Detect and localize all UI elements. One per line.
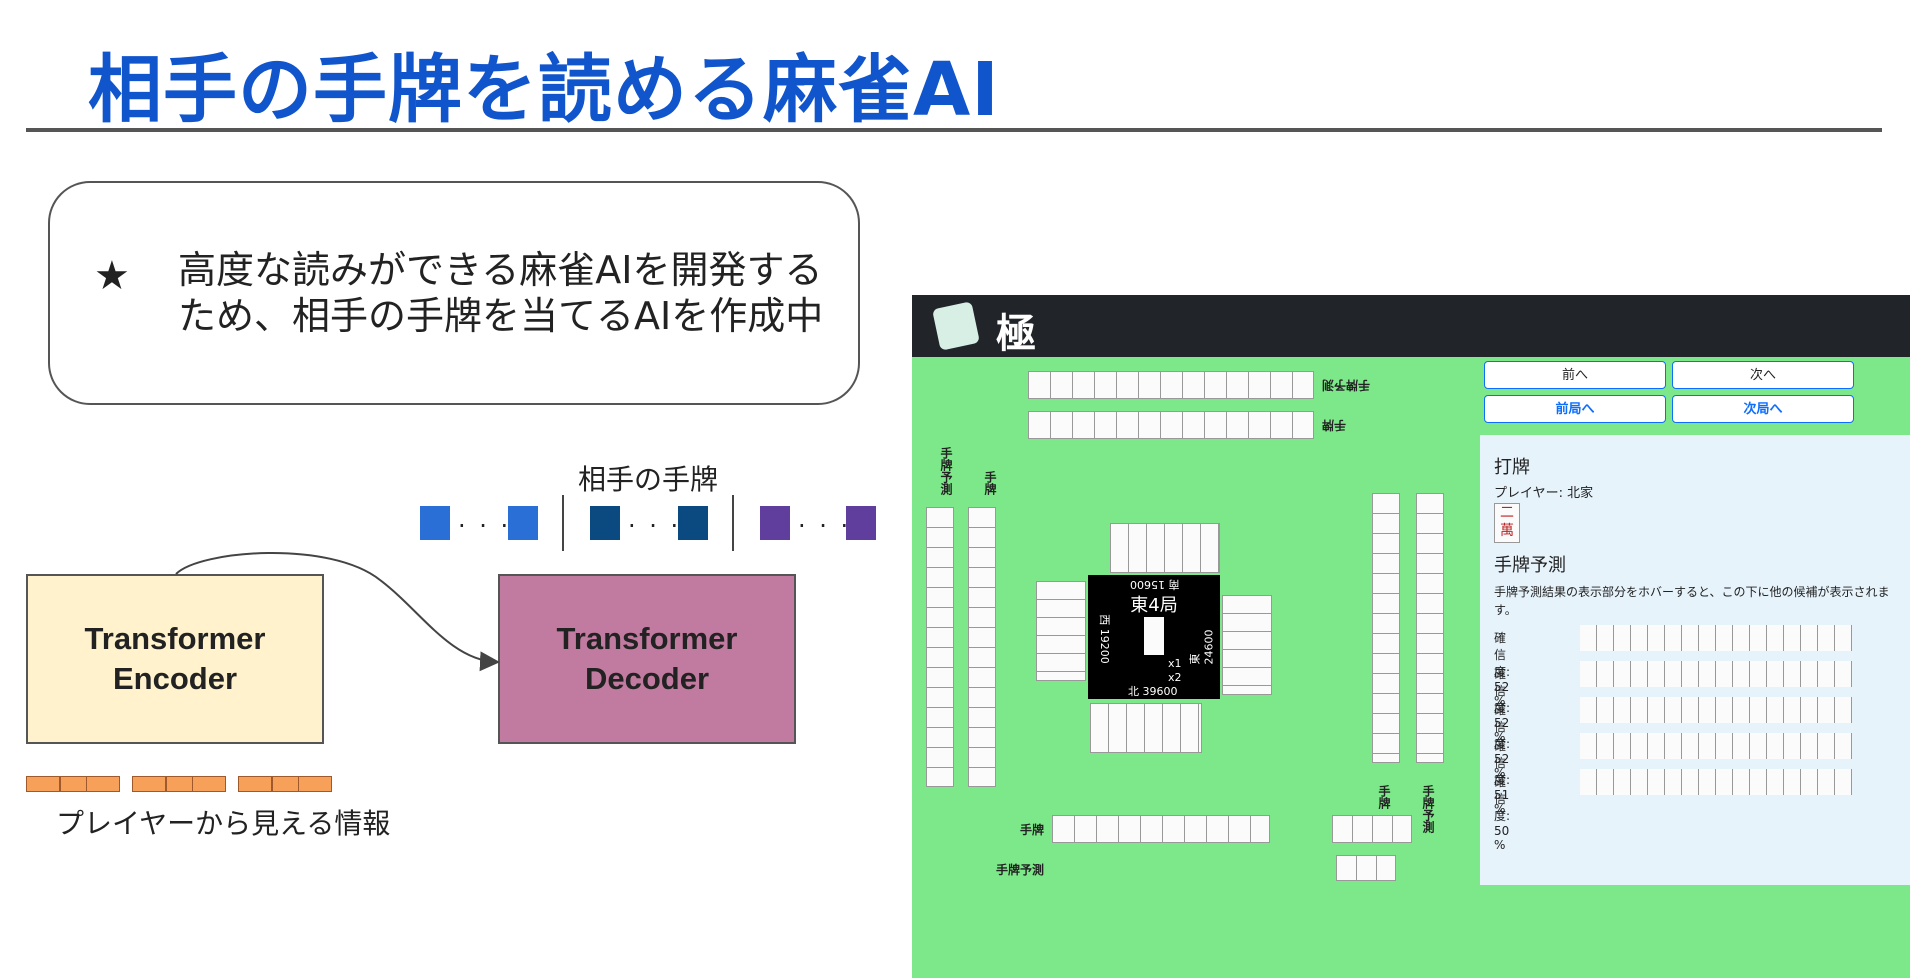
right-hand-pred-label: 手牌予測 <box>1421 785 1435 833</box>
left-discards <box>1036 581 1086 681</box>
bottom-discards <box>1090 703 1202 753</box>
callout-text: 高度な読みができる麻雀AIを開発する ため、相手の手牌を当てるAIを作成中 <box>178 247 838 339</box>
right-discards <box>1222 595 1272 695</box>
top-hand-label: 手牌 <box>1322 418 1347 432</box>
next-round-button[interactable]: 次局へ <box>1672 395 1854 423</box>
encoder-line-1: Transformer <box>84 621 266 656</box>
bottom-hand-tiles <box>1052 815 1270 843</box>
decoder-line-1: Transformer <box>556 621 738 656</box>
left-hand-label: 手牌 <box>983 471 997 495</box>
token-sq-navy-2 <box>678 506 708 540</box>
encoder-to-decoder-arrow <box>175 552 500 672</box>
slide-title: 相手の手牌を読める麻雀AI <box>88 47 1000 133</box>
token-sq-purple-2 <box>846 506 876 540</box>
top-hand-tiles <box>1028 411 1314 439</box>
app-logo-text: 極 <box>996 311 1036 357</box>
confidence-label: 確信度: 50 % <box>1494 775 1511 852</box>
left-hand-pred-label: 手牌予測 <box>939 447 953 495</box>
opponent-hand-label: 相手の手牌 <box>578 463 719 496</box>
bottom-hand-pred-label: 手牌予測 <box>996 863 1045 877</box>
player-label: プレイヤー: 北家 <box>1494 486 1594 501</box>
east-score: 東 24600 <box>1188 629 1216 665</box>
confidence-label: 確信度: 52 % <box>1494 667 1511 744</box>
separator-2 <box>732 495 734 551</box>
center-panel: 南 15600 東4局 西 19200 東 24600 x1 x2 北 3960… <box>1088 575 1220 699</box>
prediction-description: 手牌予測結果の表示部分をホバーすると、この下に他の候補が表示されます。 <box>1494 585 1890 617</box>
token-sq-blue-2 <box>508 506 538 540</box>
discard-title: 打牌 <box>1494 457 1530 478</box>
token-sq-navy-1 <box>590 506 620 540</box>
callout-line-2: ため、相手の手牌を当てるAIを作成中 <box>178 294 824 338</box>
separator-1 <box>562 495 564 551</box>
right-hand-tiles <box>1372 493 1400 763</box>
token-sq-purple-1 <box>760 506 790 540</box>
north-score: 北 39600 <box>1128 685 1178 698</box>
dots-blue: · · · <box>458 512 512 540</box>
left-hand-pred-tiles <box>926 507 954 787</box>
transformer-decoder: Transformer Decoder <box>498 574 796 744</box>
prev-round-button[interactable]: 前局へ <box>1484 395 1666 423</box>
confidence-label: 確信度: 52 % <box>1494 631 1511 708</box>
app-topbar: 極 <box>912 295 1910 357</box>
bottom-hand-label: 手牌 <box>1020 823 1045 837</box>
confidence-label: 確信度: 52 % <box>1494 703 1511 780</box>
callout-line-1: 高度な読みができる麻雀AIを開発する <box>178 248 823 292</box>
dots-purple: · · · <box>798 512 852 540</box>
star-icon: ★ <box>94 253 130 299</box>
prediction-title: 手牌予測 <box>1494 555 1566 576</box>
discard-tile: 二萬 <box>1494 503 1520 543</box>
predicted-tiles <box>1580 661 1852 687</box>
round-label: 東4局 <box>1130 595 1178 616</box>
top-hand-pred-tiles <box>1028 371 1314 399</box>
predicted-tiles <box>1580 697 1852 723</box>
honba-count: x1 <box>1168 657 1182 670</box>
token-sq-blue-1 <box>420 506 450 540</box>
info-panel: 打牌 プレイヤー: 北家 二萬 手牌予測 手牌予測結果の表示部分をホバーすると、… <box>1480 435 1910 885</box>
predicted-tiles <box>1580 625 1852 651</box>
dora-indicator <box>1144 617 1164 655</box>
top-discards <box>1110 523 1220 573</box>
observation-label: プレイヤーから見える情報 <box>56 807 391 840</box>
right-hand-label: 手牌 <box>1377 785 1391 809</box>
dots-navy: · · · <box>628 512 682 540</box>
predicted-tiles <box>1580 769 1852 795</box>
predicted-tiles <box>1580 733 1852 759</box>
encoder-line-2: Encoder <box>112 661 238 696</box>
left-hand-tiles <box>968 507 996 787</box>
transformer-encoder: Transformer Encoder <box>26 574 324 744</box>
mahjong-tile-icon <box>932 301 980 351</box>
west-score: 西 19200 <box>1097 614 1111 664</box>
right-hand-pred-tiles <box>1416 493 1444 763</box>
next-button[interactable]: 次へ <box>1672 361 1854 389</box>
app-window: 極 前へ 次へ 前局へ 次局へ 打牌 プレイヤー: 北家 二萬 手牌予測 手牌予… <box>912 295 1910 978</box>
bottom-pred-melds <box>1336 855 1396 881</box>
title-divider <box>26 128 1882 132</box>
riichi-count: x2 <box>1168 671 1182 684</box>
decoder-line-2: Decoder <box>584 661 710 696</box>
top-hand-pred-label: 手牌予測 <box>1322 378 1371 392</box>
prev-button[interactable]: 前へ <box>1484 361 1666 389</box>
confidence-label: 確信度: 51 % <box>1494 739 1511 816</box>
callout-box: ★ 高度な読みができる麻雀AIを開発する ため、相手の手牌を当てるAIを作成中 <box>48 181 860 405</box>
bottom-melds <box>1332 815 1412 843</box>
